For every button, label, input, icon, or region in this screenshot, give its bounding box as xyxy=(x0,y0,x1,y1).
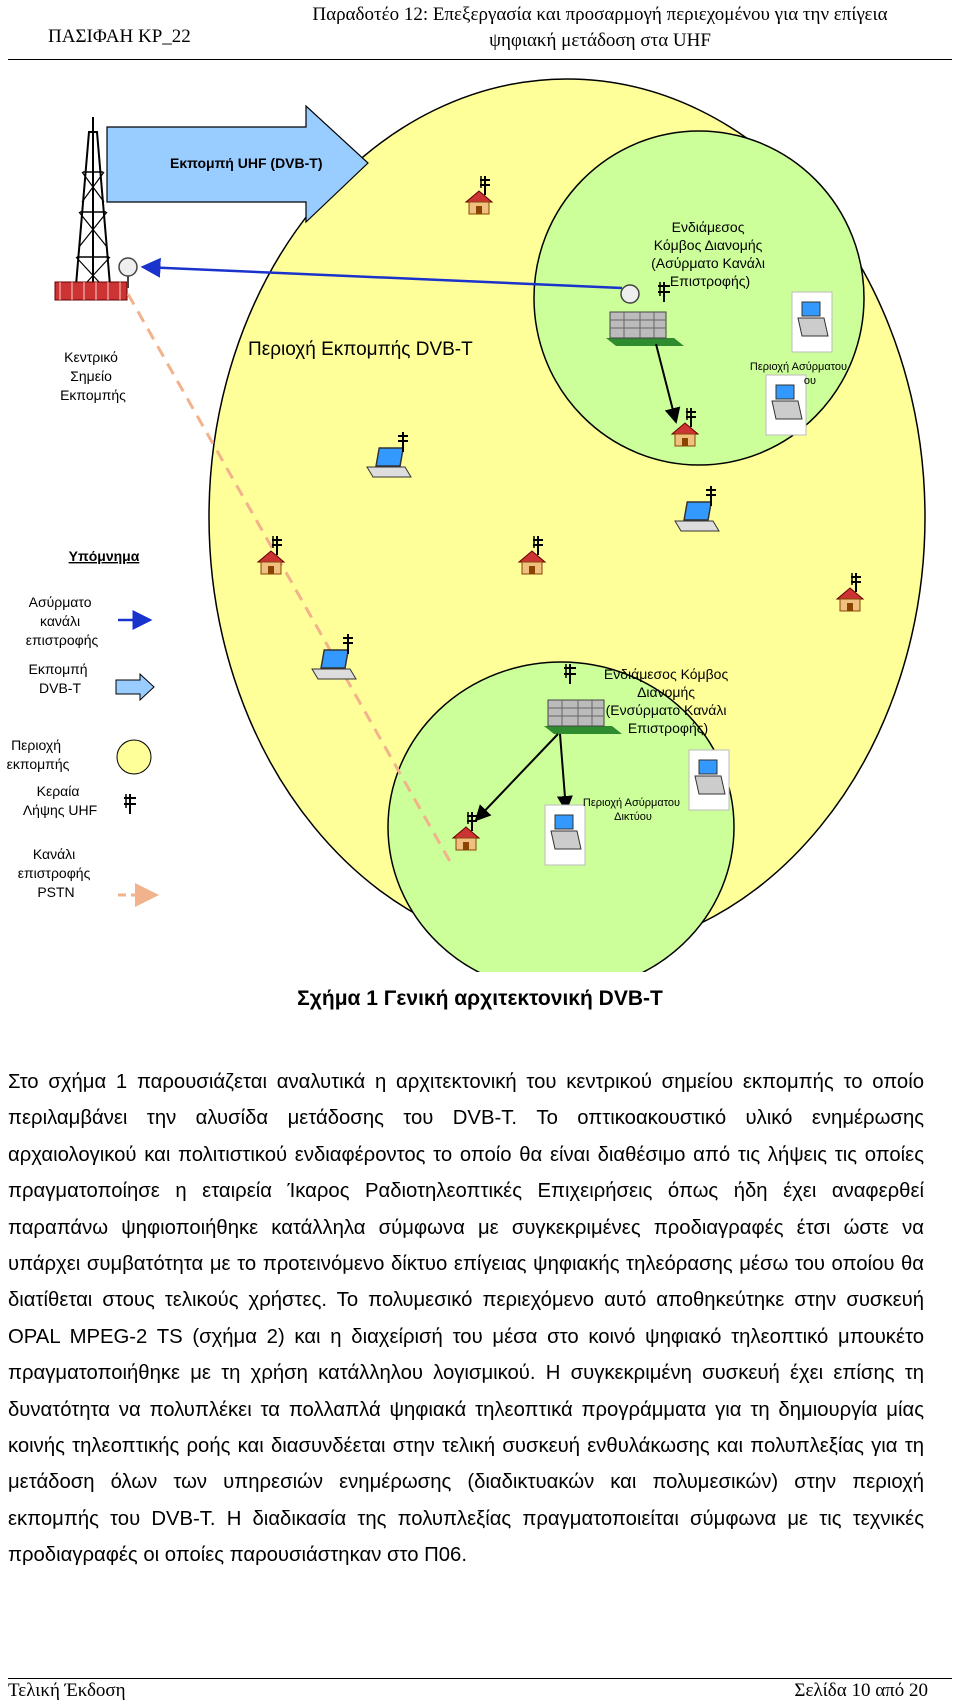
header-project: ΠΑΣΙΦΑΗ ΚΡ_22 xyxy=(48,26,191,47)
satellite-dish-icon xyxy=(118,257,138,288)
footer-version: Τελική Έκδοση xyxy=(8,1680,126,1701)
broadcast-area-label: Περιοχή Εκπομπής DVB-T xyxy=(248,339,473,360)
dvbt-broadcast-arrow xyxy=(106,104,369,224)
central-station-label: Κεντρικό Σημείο Εκπομπής xyxy=(60,349,126,403)
legend-wireless-return-label: Ασύρματο κανάλι επιστροφής xyxy=(26,594,99,648)
pda-icon xyxy=(791,291,833,353)
pstn-return-link xyxy=(126,293,454,866)
wireless-area-top-label: Περιοχή Ασύρματου ου xyxy=(750,361,850,387)
header-deliverable: Παραδοτέο 12: Επεξεργασία και προσαρμογή… xyxy=(280,2,920,54)
body-text: Στο σχήμα 1 παρουσιάζεται αναλυτικά η αρ… xyxy=(8,1071,924,1567)
header-rule xyxy=(8,59,952,60)
wireless-area-bottom-label: Περιοχή Ασύρματου Δικτύου xyxy=(583,797,683,823)
legend-area-label: Περιοχή εκπομπής xyxy=(7,737,70,772)
legend-antenna-label: Κεραία Λήψης UHF xyxy=(23,783,97,818)
legend-title: Υπόμνημα xyxy=(69,548,140,564)
pda-icon xyxy=(765,374,807,436)
body-paragraph: Στο σχήμα 1 παρουσιάζεται αναλυτικά η αρ… xyxy=(8,1064,924,1574)
figure-caption: Σχήμα 1 Γενική αρχιτεκτονική DVB-T xyxy=(297,987,663,1010)
legend-pstn-label: Κανάλι επιστροφής PSTN xyxy=(18,846,94,900)
pda-icon xyxy=(688,749,730,811)
dvbt-architecture-diagram: Εκπομπή UHF (DVB-T) Κεντρικό Σημείο Εκπο… xyxy=(0,62,960,993)
pda-icon xyxy=(544,804,586,866)
uhf-antenna-icon xyxy=(123,793,137,815)
legend-dvbt-label: Εκπομπή DVB-T xyxy=(29,661,92,696)
arrow-label: Εκπομπή UHF (DVB-T) xyxy=(170,155,323,171)
header-deliverable-line2: ψηφιακή μετάδοση στα UHF xyxy=(489,30,711,51)
wireless-return-link xyxy=(140,257,623,290)
header-deliverable-line1: Παραδοτέο 12: Επεξεργασία και προσαρμογή… xyxy=(312,4,888,25)
footer-rule xyxy=(8,1678,952,1679)
wireless-node-dish-icon xyxy=(620,284,640,304)
wired-node-label: Ενδιάμεσος Κόμβος Διανομής (Ενσύρματο Κα… xyxy=(604,666,732,736)
transmitter-tower-icon xyxy=(54,117,128,301)
footer-page-number: Σελίδα 10 από 20 xyxy=(794,1680,928,1701)
legend: Υπόμνημα Ασύρματο κανάλι επιστροφής Εκπο… xyxy=(7,548,159,907)
wireless-node-label: Ενδιάμεσος Κόμβος Διανομής (Ασύρματο Καν… xyxy=(651,219,769,289)
